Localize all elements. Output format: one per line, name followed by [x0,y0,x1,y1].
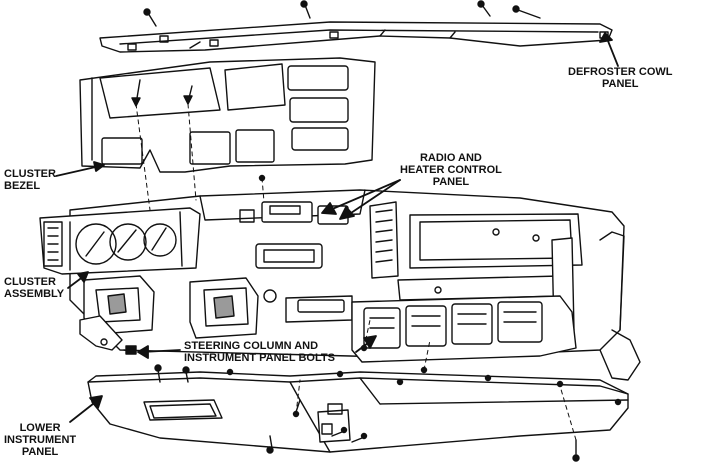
center-brackets [79,275,259,355]
assembly-guide-lines [135,103,577,441]
label-line: STEERING COLUMN AND [184,340,319,352]
label-steering-column-bolts: STEERING COLUMN AND INSTRUMENT PANEL BOL… [184,340,335,364]
label-line: BEZEL [4,180,41,192]
cluster-assembly [39,207,201,275]
label-line: PANEL [432,176,470,188]
label-line: PANEL [602,78,639,90]
vent-trim-panel [351,295,577,363]
defroster-cowl-panel [99,21,613,53]
label-cluster-assembly: CLUSTER ASSEMBLY [4,276,64,300]
label-line: INSTRUMENT [4,434,77,446]
cluster-bezel [79,57,376,173]
label-line: LOWER [19,422,61,434]
label-line: DEFROSTER COWL [568,66,673,78]
label-line: RADIO AND [419,152,482,164]
lower-instrument-panel [87,371,629,453]
label-line: HEATER CONTROL [400,164,502,176]
label-line: CLUSTER [4,276,56,288]
label-radio-heater-control-panel: RADIO AND HEATER CONTROL PANEL [400,152,502,188]
label-cluster-bezel: CLUSTER BEZEL [4,168,56,192]
leader-arrows [55,32,619,423]
label-defroster-cowl-panel: DEFROSTER COWL PANEL [568,66,673,90]
label-line: PANEL [21,446,59,458]
label-lower-instrument-panel: LOWER INSTRUMENT PANEL [4,422,76,458]
cowl-screws [143,0,541,27]
label-line: INSTRUMENT PANEL BOLTS [184,352,335,364]
label-line: ASSEMBLY [4,288,65,300]
label-line: CLUSTER [4,168,56,180]
